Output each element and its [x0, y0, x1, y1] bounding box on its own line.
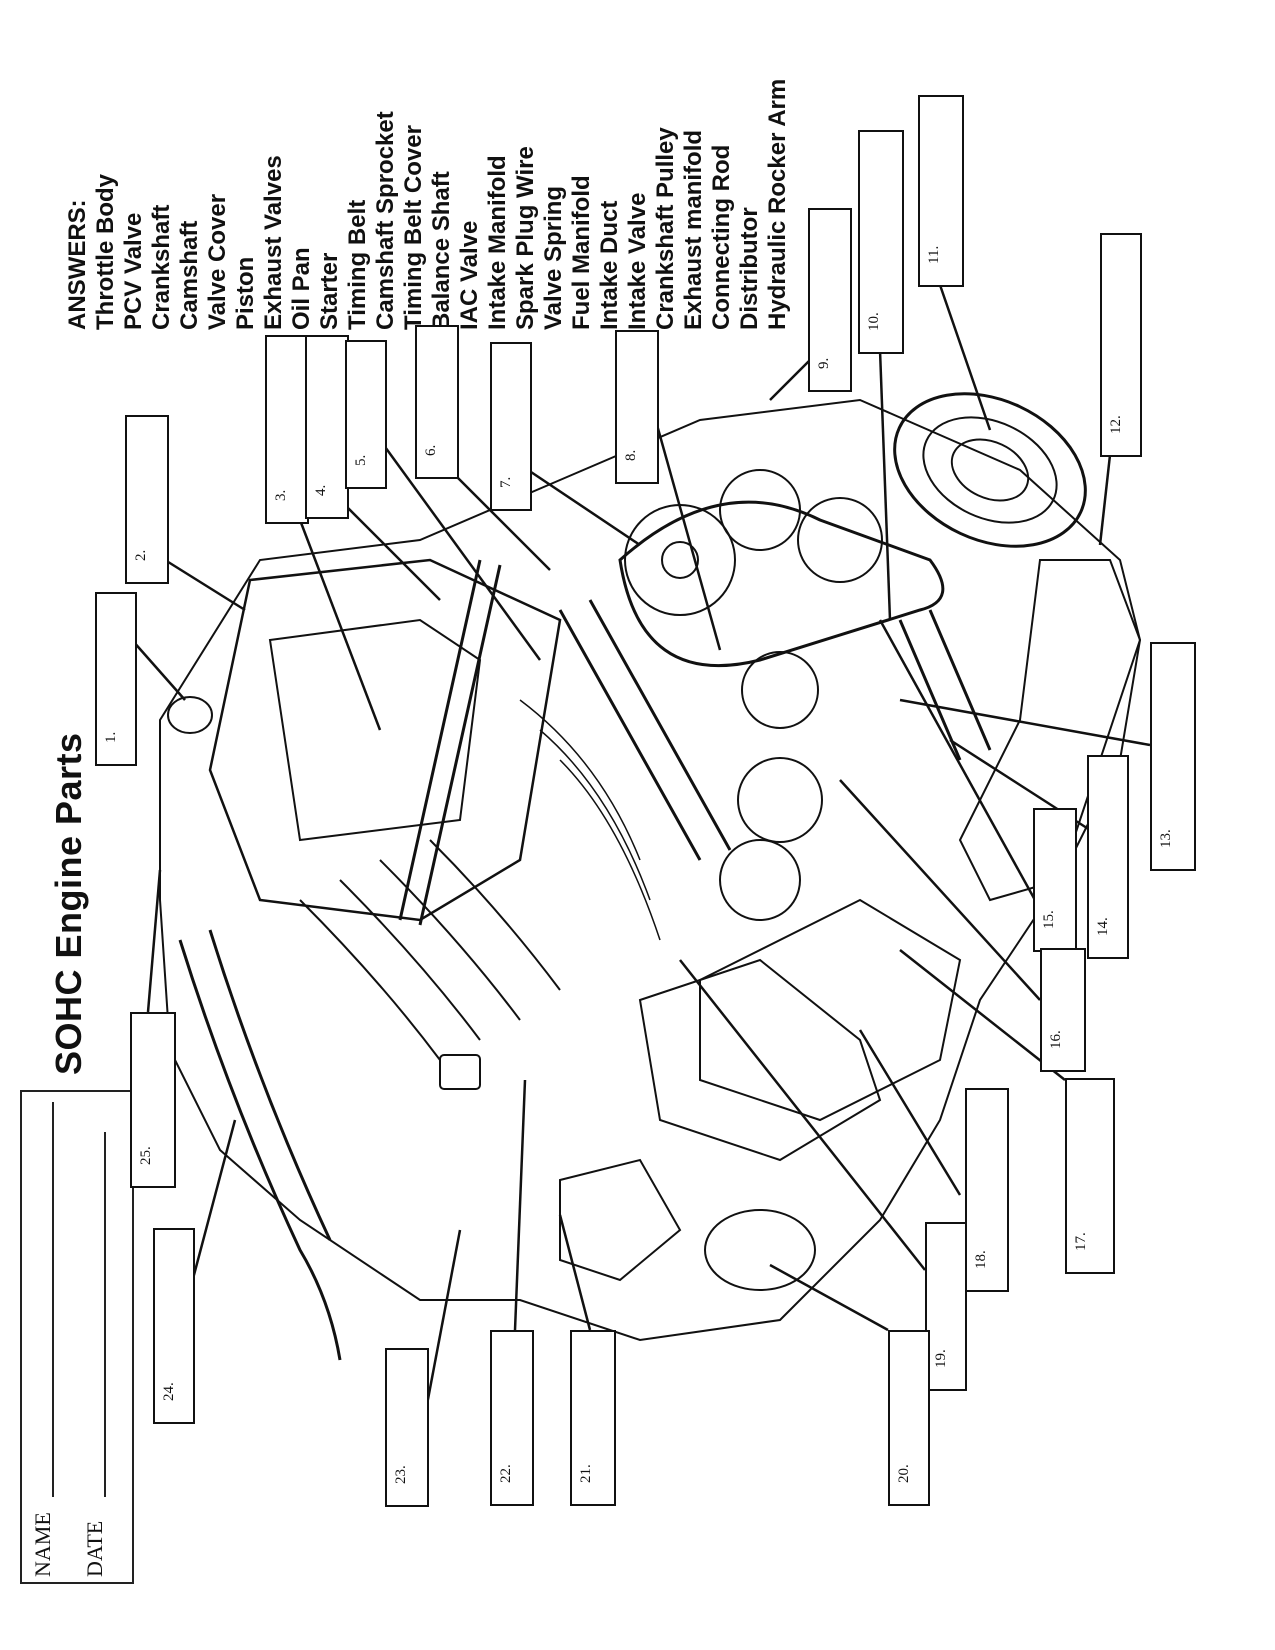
label-box-10[interactable]: 10.	[858, 130, 904, 354]
leader-line	[188, 1119, 237, 1291]
leader-line	[648, 399, 722, 651]
label-box-5[interactable]: 5.	[345, 340, 387, 489]
label-number: 14.	[1095, 917, 1111, 936]
label-box-22[interactable]: 22.	[490, 1330, 534, 1506]
label-box-21[interactable]: 21.	[570, 1330, 616, 1506]
leader-line	[527, 468, 641, 547]
oil-pan	[699, 898, 962, 1122]
label-number: 4.	[313, 484, 329, 496]
label-box-2[interactable]: 2.	[125, 415, 169, 584]
intake-duct	[178, 929, 342, 1361]
leader-line	[899, 949, 1066, 1081]
starter	[704, 1209, 816, 1291]
label-box-8[interactable]: 8.	[615, 330, 659, 484]
label-box-24[interactable]: 24.	[153, 1228, 195, 1424]
label-number: 1.	[103, 731, 119, 743]
leader-line	[131, 639, 186, 701]
label-box-11[interactable]: 11.	[918, 95, 964, 287]
leader-line	[513, 1079, 527, 1331]
connecting-rod	[898, 609, 992, 761]
label-number: 12.	[1108, 415, 1124, 434]
piston	[741, 651, 819, 729]
leader-line	[298, 519, 382, 731]
leader-line	[378, 439, 542, 661]
label-number: 23.	[393, 1465, 409, 1484]
leader-line	[938, 284, 992, 431]
label-number: 9.	[816, 357, 832, 369]
spark-plug-wire	[519, 699, 661, 941]
leader-line	[878, 349, 892, 621]
name-date-box: NAME DATE	[20, 1090, 134, 1584]
leader-line	[839, 779, 1041, 1001]
leader-line	[164, 558, 246, 612]
label-box-18[interactable]: 18.	[965, 1088, 1009, 1292]
label-number: 3.	[273, 489, 289, 501]
label-number: 2.	[133, 549, 149, 561]
label-number: 11.	[926, 245, 942, 264]
label-number: 16.	[1048, 1030, 1064, 1049]
distributor	[559, 1158, 682, 1282]
label-number: 15.	[1041, 910, 1057, 929]
label-box-3[interactable]: 3.	[265, 335, 309, 524]
leader-line	[423, 1229, 462, 1416]
leader-line	[344, 504, 441, 601]
label-number: 13.	[1158, 829, 1174, 848]
label-box-9[interactable]: 9.	[808, 208, 852, 392]
label-box-6[interactable]: 6.	[415, 325, 459, 479]
fuel-rail	[398, 559, 502, 926]
leader-line	[769, 1263, 889, 1332]
valve-cover	[208, 558, 562, 922]
label-box-1[interactable]: 1.	[95, 592, 137, 766]
label-number: 6.	[423, 444, 439, 456]
label-box-12[interactable]: 12.	[1100, 233, 1142, 457]
label-box-16[interactable]: 16.	[1040, 948, 1086, 1072]
label-number: 10.	[866, 312, 882, 331]
leader-line	[878, 619, 1037, 901]
label-number: 17.	[1073, 1232, 1089, 1251]
leader-line	[769, 359, 811, 401]
leader-line	[899, 698, 1151, 747]
intake-manifold	[299, 839, 561, 1061]
label-number: 18.	[973, 1250, 989, 1269]
leader-line	[858, 1029, 962, 1196]
label-number: 22.	[498, 1464, 514, 1483]
leader-line	[454, 474, 551, 571]
date-line	[104, 1132, 106, 1497]
label-box-4[interactable]: 4.	[305, 335, 349, 519]
label-box-13[interactable]: 13.	[1150, 642, 1196, 871]
label-number: 8.	[623, 449, 639, 461]
label-number: 24.	[161, 1382, 177, 1401]
name-line	[52, 1102, 54, 1497]
leader-line	[558, 1214, 592, 1331]
label-number: 20.	[896, 1464, 912, 1483]
label-number: 21.	[578, 1464, 594, 1483]
label-number: 7.	[498, 476, 514, 488]
label-box-23[interactable]: 23.	[385, 1348, 429, 1507]
label-box-20[interactable]: 20.	[888, 1330, 930, 1506]
label-box-14[interactable]: 14.	[1087, 755, 1129, 959]
label-number: 19.	[933, 1349, 949, 1368]
leader-line	[1098, 454, 1112, 546]
exhaust-manifold	[638, 958, 882, 1162]
leader-line	[679, 959, 926, 1271]
label-box-17[interactable]: 17.	[1065, 1078, 1115, 1274]
throttle-body	[167, 696, 213, 734]
leader-line	[146, 869, 162, 1013]
label-box-25[interactable]: 25.	[130, 1012, 176, 1188]
label-box-7[interactable]: 7.	[490, 342, 532, 511]
camshaft	[558, 599, 732, 861]
label-box-15[interactable]: 15.	[1033, 808, 1077, 952]
label-box-19[interactable]: 19.	[925, 1222, 967, 1391]
logo	[439, 1054, 481, 1090]
crankshaft-pulley	[893, 392, 1087, 548]
label-number: 25.	[138, 1146, 154, 1165]
label-number: 5.	[353, 454, 369, 466]
timing-belt	[618, 500, 945, 668]
